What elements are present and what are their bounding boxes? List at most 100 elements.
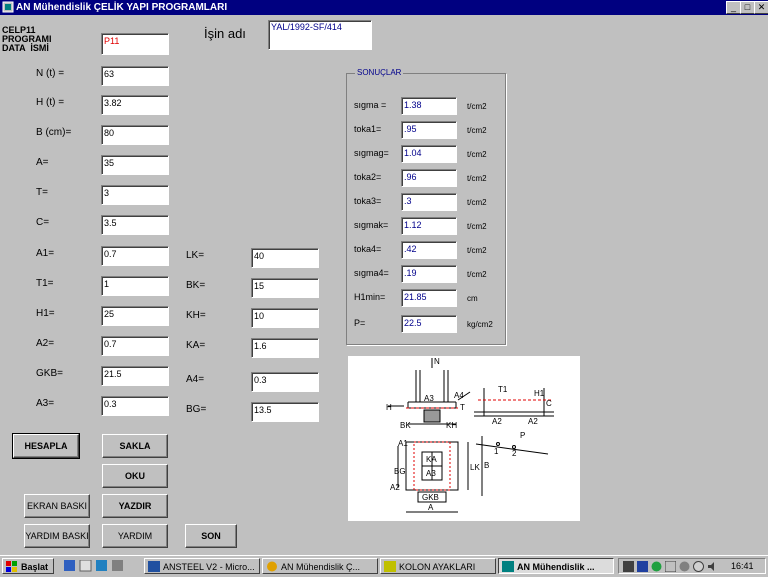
diagram-svg: N H A3 A4 T BK KH T1 H1 C A2 A2 P 1 2 A1… [386,357,554,513]
result-value-8: 21.85 [401,289,457,307]
diagram-label-a3b: A3 [426,469,436,478]
result-unit-8: cm [467,294,478,303]
result-label-3: toka2= [354,172,382,182]
result-label-2: sıgmag= [354,148,389,158]
result-unit-2: t/cm2 [467,150,487,159]
tray-icon-4[interactable] [665,561,676,572]
app-star-icon [267,561,277,572]
result-value-6: .42 [401,241,457,259]
left-label-3: A= [36,157,49,168]
left-label-0: N (t) = [36,68,65,79]
result-label-1: toka1= [354,124,382,134]
mid-input-1[interactable]: 15 [251,278,319,298]
diagram-label-h1: H1 [534,389,545,398]
left-input-0[interactable]: 63 [101,66,169,86]
mid-input-4[interactable]: 0.3 [251,372,319,392]
result-label-6: toka4= [354,244,382,254]
tray-icon-5[interactable] [679,561,690,572]
diagram-label-c: C [546,399,552,408]
diagram-label-gkb: GKB [422,493,439,502]
left-input-1[interactable]: 3.82 [101,95,169,115]
tray-icon-6[interactable] [693,561,704,572]
tray-icon-3[interactable] [651,561,662,572]
app-window-icon [502,561,514,572]
result-label-7: sıgma4= [354,268,389,278]
result-unit-3: t/cm2 [467,174,487,183]
left-input-3[interactable]: 35 [101,155,169,175]
left-input-11[interactable]: 0.3 [101,396,169,416]
title-bar: AN Mühendislik ÇELİK YAPI PROGRAMLARI _ … [0,0,768,15]
mid-input-0[interactable]: 40 [251,248,319,268]
window-title: AN Mühendislik ÇELİK YAPI PROGRAMLARI [16,2,228,13]
left-input-5[interactable]: 3.5 [101,215,169,235]
left-label-9: A2= [36,338,55,349]
diagram-label-bg: BG [394,467,406,476]
left-input-7[interactable]: 1 [101,276,169,296]
diagram-label-a2c: A2 [390,483,400,492]
result-unit-5: t/cm2 [467,222,487,231]
result-value-1: .95 [401,121,457,139]
taskbar-item-kolon-ayaklari[interactable]: KOLON AYAKLARI [380,558,496,574]
result-value-5: 1.12 [401,217,457,235]
diagram-label-n: N [434,357,440,366]
taskbar-item-an-muhendislik-2[interactable]: AN Mühendislik ... [498,558,614,574]
yardim-baski-button[interactable]: YARDIM BASKI [24,524,90,548]
left-input-4[interactable]: 3 [101,185,169,205]
mid-label-1: BK= [186,280,206,291]
left-input-2[interactable]: 80 [101,125,169,145]
left-label-5: C= [36,217,50,228]
mid-input-5[interactable]: 13.5 [251,402,319,422]
hesapla-button[interactable]: HESAPLA [12,433,80,459]
mid-input-3[interactable]: 1.6 [251,338,319,358]
mid-input-2[interactable]: 10 [251,308,319,328]
result-unit-6: t/cm2 [467,246,487,255]
sakla-button[interactable]: SAKLA [102,434,168,458]
job-name-input[interactable]: YAL/1992-SF/414 [268,20,372,50]
diagram-label-one: 1 [494,447,499,456]
program-name-input[interactable]: P11 [101,33,169,55]
taskbar-item-an-muhendislik-1[interactable]: AN Mühendislik Ç... [262,558,378,574]
diagram-label-h: H [386,403,392,412]
start-button[interactable]: Başlat [2,558,54,574]
oku-button[interactable]: OKU [102,464,168,488]
result-label-4: toka3= [354,196,382,206]
left-input-8[interactable]: 25 [101,306,169,326]
tray-icon-2[interactable] [637,561,648,572]
taskbar-item-ansteel[interactable]: ANSTEEL V2 - Micro... [144,558,260,574]
result-label-5: sıgmak= [354,220,389,230]
diagram-label-a4: A4 [454,391,464,400]
left-label-10: GKB= [36,368,63,379]
windows-logo-icon [6,561,17,572]
son-button[interactable]: SON [185,524,237,548]
system-tray: 16:41 [618,558,766,574]
left-label-6: A1= [36,248,55,259]
left-label-7: T1= [36,278,54,289]
left-label-8: H1= [36,308,55,319]
result-value-7: .19 [401,265,457,283]
yardim-button[interactable]: YARDIM [102,524,168,548]
word-icon [148,561,160,572]
result-unit-1: t/cm2 [467,126,487,135]
diagram-label-a2b: A2 [528,417,538,426]
diagram-label-a3: A3 [424,394,434,403]
minimize-button[interactable]: _ [726,1,741,14]
left-input-6[interactable]: 0.7 [101,246,169,266]
diagram-label-t1: T1 [498,385,508,394]
tray-icon-1[interactable] [623,561,634,572]
results-group: SONUÇLAR [346,68,506,345]
job-name-label: İşin adı [204,26,246,41]
mid-label-3: KA= [186,340,206,351]
left-input-10[interactable]: 21.5 [101,366,169,386]
speaker-icon[interactable] [707,561,718,572]
diagram-label-b: B [484,461,489,470]
clock: 16:41 [731,561,754,571]
diagram-label-ka: KA [426,455,437,464]
ekran-baski-button[interactable]: EKRAN BASKI [24,494,90,518]
yazdir-button[interactable]: YAZDIR [102,494,168,518]
mid-label-4: A4= [186,374,205,385]
left-input-9[interactable]: 0.7 [101,336,169,356]
result-value-0: 1.38 [401,97,457,115]
maximize-button[interactable]: □ [740,1,755,14]
close-button[interactable]: ✕ [754,1,768,14]
result-value-9: 22.5 [401,315,457,333]
